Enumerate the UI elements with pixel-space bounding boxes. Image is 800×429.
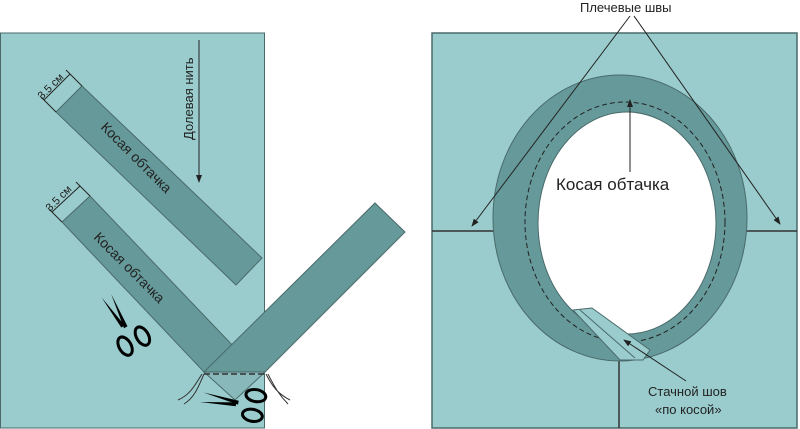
seam-allowance <box>202 371 267 401</box>
width-marker-1 <box>39 69 83 113</box>
shoulder-label: Плечевые швы <box>580 0 672 15</box>
seam-arrow <box>623 339 687 382</box>
bias-seam-line <box>579 309 636 359</box>
bias-strip-1 <box>55 85 263 286</box>
width-marker-2 <box>47 181 91 223</box>
grain-label: Долевая нить <box>181 57 196 140</box>
shoulder-arrow-left <box>471 15 631 227</box>
shoulder-arrow-right <box>633 15 781 225</box>
scissors-icon <box>101 294 152 357</box>
threads-icon <box>177 373 291 405</box>
neck-opening <box>537 111 717 335</box>
scissors-icon-2 <box>199 387 268 423</box>
seam-label-line1: Стачной шов <box>648 384 727 399</box>
facing-label: Косая обтачка <box>556 175 670 194</box>
seam-label-line2: «по косой» <box>655 402 722 417</box>
